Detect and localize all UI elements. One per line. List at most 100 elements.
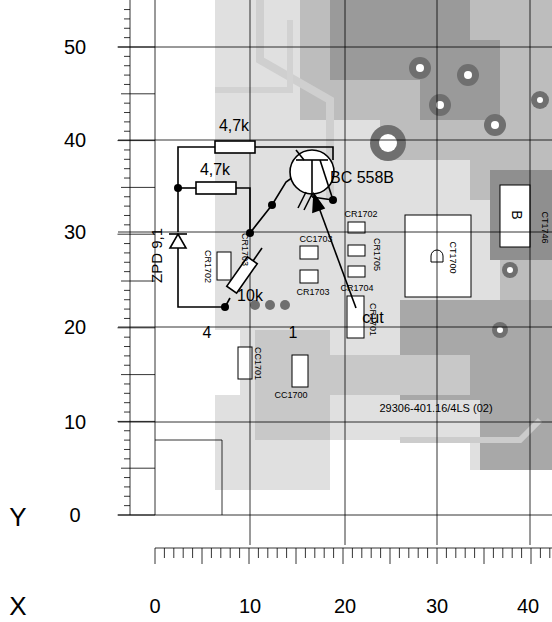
ruler-tick [124,365,130,366]
ruler-tick [124,149,130,150]
ruler-tick [521,548,522,558]
ruler-tick [549,548,550,558]
part-name: B [510,210,524,219]
ruler-tick [314,548,315,558]
pin-number: 4 [203,325,212,341]
ruler-tick [124,309,130,310]
ruler-tick [124,103,130,104]
part-name: CR1704 [340,284,373,293]
junction-dots [174,184,337,311]
ruler-tick [130,93,155,94]
ruler-tick [124,412,130,413]
ruler-tick [249,548,250,564]
ruler-tick [130,468,155,469]
part-name: CT1746 [540,211,549,243]
ruler-tick [502,548,503,558]
ruler-tick [211,548,212,558]
ruler-tick [124,121,130,122]
ruler-tick [202,548,203,564]
ruler-tick [124,252,130,253]
ruler-tick [118,234,131,235]
ruler-tick [484,548,485,564]
ruler-tick [124,393,130,394]
ruler-tick [124,28,130,29]
ruler-tick [118,47,131,48]
part-name: CC1700 [274,391,307,400]
ruler-tick [118,421,131,422]
ruler-tick [124,84,130,85]
ruler-tick [124,75,130,76]
ruler-tick [333,548,334,558]
ruler-tick [124,224,130,225]
ruler-tick [121,93,130,94]
ruler-tick [124,215,130,216]
ruler-tick [220,548,221,558]
ruler-tick [124,65,130,66]
ruler-tick [258,548,259,558]
ruler-tick [130,187,155,188]
part-name: CC1701 [254,346,263,379]
ruler-tick [124,458,130,459]
part-name: CT1700 [448,241,457,273]
resistor-value: 4,7k [219,118,249,134]
ruler-tick [239,548,240,558]
ruler-tick [124,449,130,450]
ruler-tick [124,318,130,319]
ruler-tick [124,271,130,272]
ruler-tick [124,131,130,132]
ruler-tick [124,477,130,478]
ruler-tick [493,548,494,558]
ruler-tick [121,374,130,375]
transistor-type: BC 558B [330,170,394,186]
ruler-tick [124,486,130,487]
axis-name: X [9,593,26,619]
ruler-tick [408,548,409,558]
diode-type: ZPD 9,1 [150,227,165,282]
ruler-tick [512,548,513,558]
ruler-tick [361,548,362,558]
ruler-tick [305,548,306,558]
ruler-tick [540,548,541,558]
ruler-tick [399,548,400,558]
ruler-tick [124,290,130,291]
ruler-tick [124,346,130,347]
pcb-copper [215,0,552,490]
ruler-tick [437,548,438,564]
board-number: 29306-401.16/4LS (02) [379,403,492,414]
ruler-ticks [118,10,550,564]
ruler-tick [124,440,130,441]
ruler-tick [286,548,287,558]
ruler-tick [130,47,155,48]
ruler-tick [192,548,193,558]
ruler-tick [230,548,231,558]
ruler-tick [124,355,130,356]
ruler-tick [118,140,131,141]
ruler-tick [124,505,130,506]
ruler-tick [124,337,130,338]
ruler-tick [130,421,155,422]
part-name: CR1701 [369,302,378,335]
ruler-tick [343,548,344,564]
ruler-tick [130,515,155,516]
resistor-value: 4,7k [200,162,230,178]
ruler-tick [124,262,130,263]
part-name: CR1703 [296,288,329,297]
ruler-tick [277,548,278,558]
part-name: CC1703 [299,235,332,244]
ruler-tick [124,159,130,160]
axis-number: 20 [64,317,86,337]
ruler-tick [267,548,268,558]
ruler-tick [296,548,297,564]
ruler-tick [124,56,130,57]
axis-number: 10 [64,412,86,432]
ruler-tick [474,548,475,558]
ruler-tick [380,548,381,558]
ruler-tick [390,548,391,564]
axis-number: 10 [239,596,261,616]
grid [118,0,552,548]
ruler-tick [465,548,466,558]
ruler-tick [118,327,131,328]
ruler-tick [124,196,130,197]
ruler-tick [352,548,353,558]
